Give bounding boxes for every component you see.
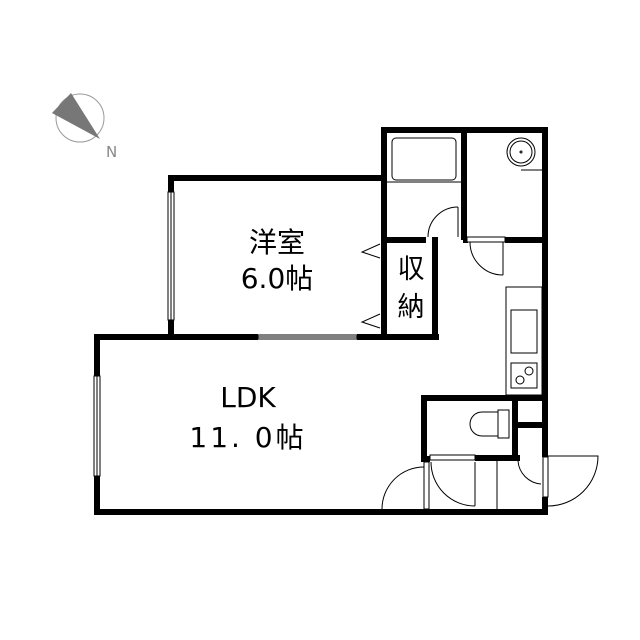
- storage-name-2: 納: [398, 292, 425, 323]
- western-room-size: 6.0帖: [241, 262, 314, 295]
- north-arrow-icon: [52, 93, 105, 143]
- fixtures: [93, 137, 599, 510]
- ldk-room-size: 11. 0帖: [189, 421, 306, 454]
- ldk-room-name: LDK: [220, 381, 276, 414]
- storage-name-1: 収: [398, 254, 425, 285]
- walls: [94, 127, 548, 515]
- western-room-name: 洋室: [249, 226, 305, 259]
- compass-north-label: N: [106, 143, 117, 161]
